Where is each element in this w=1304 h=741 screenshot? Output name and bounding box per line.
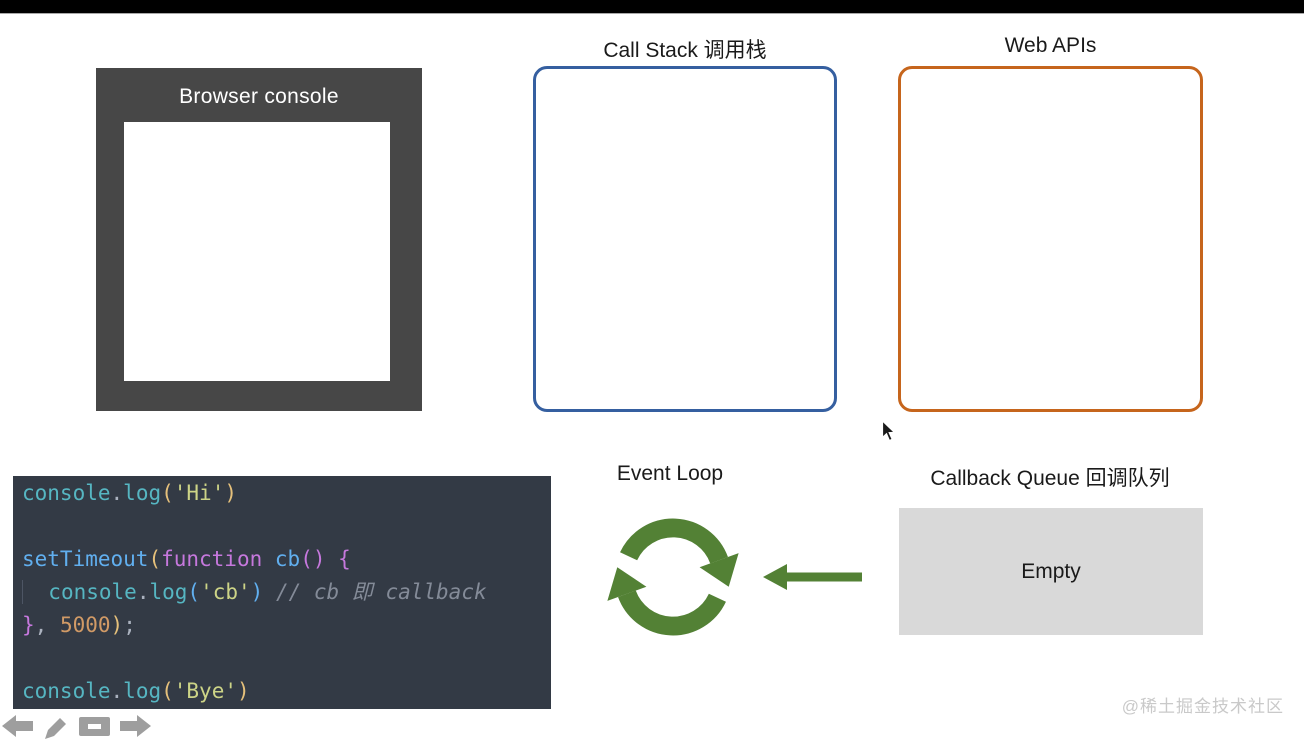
code-line: console.log('Hi') xyxy=(22,481,237,505)
queue-to-loop-arrow-icon xyxy=(763,564,862,590)
code-line xyxy=(22,642,551,675)
mouse-cursor xyxy=(881,420,896,442)
web-apis-box xyxy=(898,66,1203,412)
forward-arrow-icon[interactable] xyxy=(120,715,151,737)
top-letterbox-bar xyxy=(0,0,1304,14)
queue-empty-label: Empty xyxy=(1021,559,1081,583)
browser-console-box: Browser console xyxy=(96,68,422,411)
code-content: console.log('Hi') setTimeout(function cb(… xyxy=(13,476,551,708)
code-line: setTimeout(function cb() { xyxy=(22,547,351,571)
code-editor: console.log('Hi') setTimeout(function cb(… xyxy=(13,476,551,709)
back-arrow-icon[interactable] xyxy=(2,715,33,737)
bottom-toolbar xyxy=(2,715,151,741)
monitor-icon[interactable] xyxy=(79,715,111,737)
call-stack-title: Call Stack 调用栈 xyxy=(603,39,767,62)
code-line: console.log('cb') // cb 即 callback xyxy=(22,576,551,609)
event-loop-title: Event Loop xyxy=(616,462,724,485)
callback-queue-title: Callback Queue 回调队列 xyxy=(930,467,1170,490)
web-apis-title: Web APIs xyxy=(1004,34,1097,57)
call-stack-box xyxy=(533,66,837,412)
code-line xyxy=(22,510,551,543)
pencil-icon[interactable] xyxy=(42,715,70,741)
event-loop-cycle-icon xyxy=(607,518,739,636)
watermark: @稀土掘金技术社区 xyxy=(1121,697,1284,716)
browser-console-screen xyxy=(124,122,390,381)
code-line: }, 5000); xyxy=(22,613,136,637)
callback-queue-box: Empty xyxy=(899,508,1203,635)
browser-console-title: Browser console xyxy=(179,85,339,108)
code-line: console.log('Bye') xyxy=(22,679,250,703)
